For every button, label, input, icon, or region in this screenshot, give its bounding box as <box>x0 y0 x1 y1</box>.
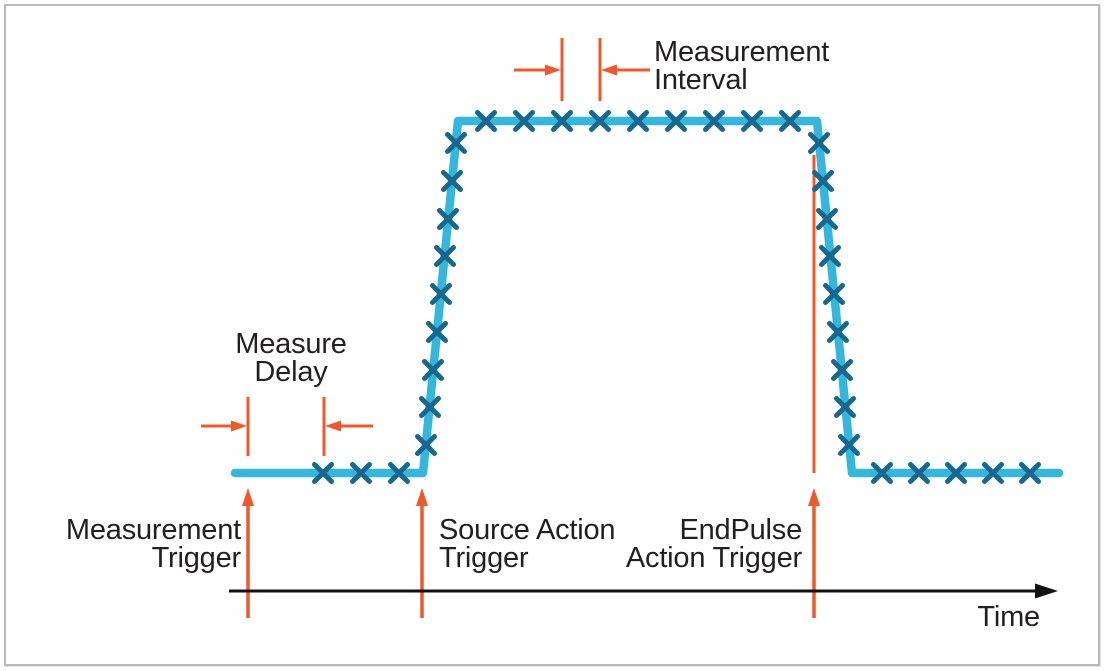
sample-marker <box>982 462 1004 484</box>
sample-marker <box>908 462 930 484</box>
measure-delay-arrow-left-head <box>231 420 247 432</box>
sample-marker <box>816 208 838 230</box>
sample-marker <box>945 462 967 484</box>
pulse-waveform <box>230 116 1064 478</box>
source-action-trigger-line1: Source Action <box>439 514 616 546</box>
time-axis-label: Time <box>977 601 1040 633</box>
endpulse-action-trigger-line1: EndPulse <box>679 514 802 546</box>
sample-marker <box>838 434 860 456</box>
sample-marker <box>627 110 649 132</box>
measurement-interval-line2: Interval <box>654 64 748 96</box>
measurement-interval-arrow-left-head <box>545 64 561 76</box>
sample-marker <box>871 462 893 484</box>
sample-marker <box>831 359 853 381</box>
time-axis-arrowhead <box>1035 583 1058 599</box>
source-action-trigger-arrow-head <box>416 488 428 506</box>
endpulse-action-trigger-arrow-head <box>808 488 820 506</box>
measurement-interval-label: Measurement Interval <box>654 36 830 96</box>
endpulse-action-trigger-line2: Action Trigger <box>625 542 802 574</box>
sample-marker <box>445 132 467 154</box>
endpulse-action-trigger-label: EndPulse Action Trigger <box>625 514 802 574</box>
sample-marker <box>812 170 834 192</box>
sample-marker <box>834 396 856 418</box>
measurement-trigger-line1: Measurement <box>65 514 241 546</box>
sample-marker <box>388 462 410 484</box>
measurement-interval-arrow-right-head <box>601 64 617 76</box>
sample-marker <box>434 245 456 267</box>
measurement-interval-line1: Measurement <box>654 36 830 68</box>
sample-marker <box>415 434 437 456</box>
measure-delay-line1: Measure <box>235 328 347 360</box>
sample-marker <box>741 110 763 132</box>
sample-marker <box>426 321 448 343</box>
sample-marker <box>475 110 497 132</box>
sample-marker <box>437 208 459 230</box>
measure-delay-arrow-right-head <box>325 420 341 432</box>
sample-marker <box>703 110 725 132</box>
source-action-trigger-line2: Trigger <box>439 542 529 574</box>
sample-marker <box>808 132 830 154</box>
sample-marker <box>827 321 849 343</box>
sample-marker <box>551 110 573 132</box>
sample-marker <box>513 110 535 132</box>
sample-marker <box>419 396 441 418</box>
source-action-trigger-label: Source Action Trigger <box>439 514 616 574</box>
sample-marker <box>589 110 611 132</box>
sample-marker <box>430 283 452 305</box>
sample-marker <box>819 245 841 267</box>
sample-marker <box>312 462 334 484</box>
sample-marker <box>1019 462 1041 484</box>
sample-marker <box>441 170 463 192</box>
sample-marker <box>779 110 801 132</box>
sample-marker <box>350 462 372 484</box>
measurement-trigger-label: Measurement Trigger <box>65 514 242 574</box>
measure-delay-line2: Delay <box>254 356 328 388</box>
sample-marker <box>665 110 687 132</box>
measurement-trigger-arrow-head <box>242 488 254 506</box>
sample-marker <box>422 359 444 381</box>
sample-marker <box>823 283 845 305</box>
measure-delay-label: Measure Delay <box>188 328 394 388</box>
measurement-trigger-line2: Trigger <box>151 542 242 574</box>
